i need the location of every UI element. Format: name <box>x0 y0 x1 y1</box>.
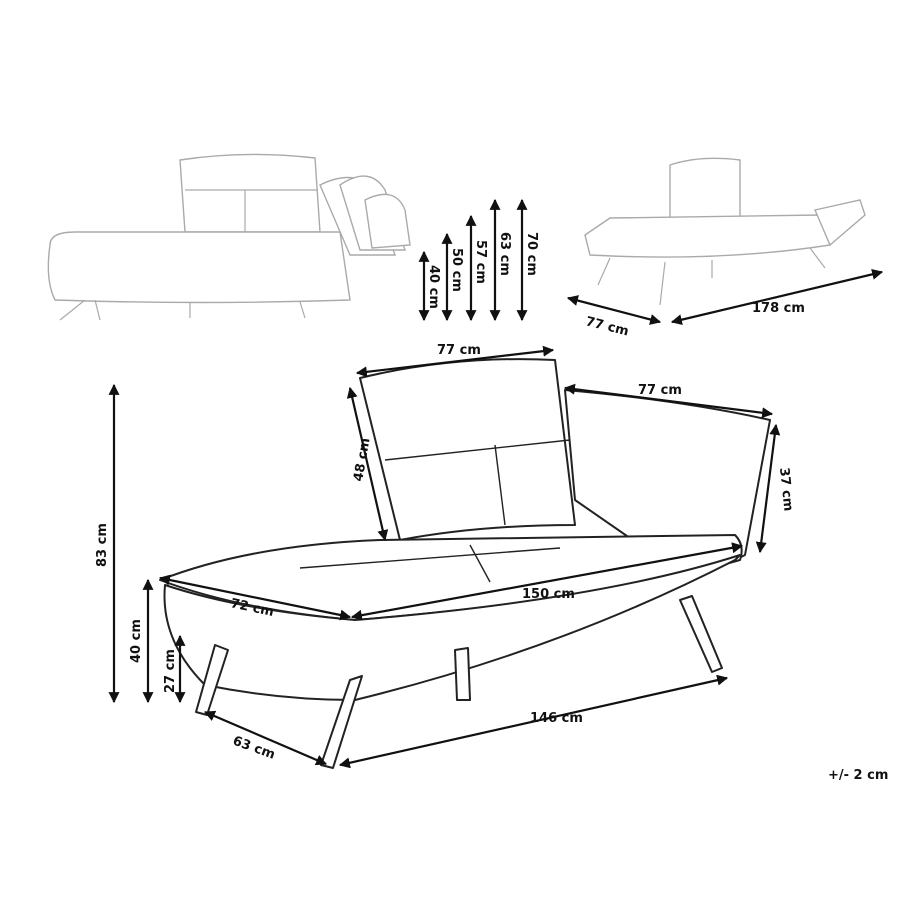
armrest-height-label: 37 cm <box>776 467 796 512</box>
main-sofa-drawing <box>159 358 771 769</box>
recline-height-70: 70 cm <box>524 232 539 276</box>
recline-height-63: 63 cm <box>497 232 512 276</box>
recline-sofa-drawing <box>47 153 411 321</box>
backrest-width-label: 77 cm <box>437 343 481 358</box>
recline-height-dimensions: 40 cm 50 cm 57 cm 63 cm 70 cm <box>418 198 539 322</box>
tolerance-note: +/- 2 cm <box>828 768 888 783</box>
dim-backrest-height <box>346 386 389 542</box>
flat-length-label: 178 cm <box>752 301 805 316</box>
leg-span-depth-label: 63 cm <box>231 734 277 763</box>
leg-span-length-label: 146 cm <box>530 711 583 726</box>
recline-height-57: 57 cm <box>473 240 488 284</box>
recline-height-40: 40 cm <box>426 265 441 309</box>
dim-seat-depth <box>158 574 352 621</box>
dim-backrest-width <box>355 345 555 378</box>
dim-flat-length <box>670 268 884 326</box>
flat-sofa-drawing <box>584 157 866 306</box>
seat-length-label: 150 cm <box>522 587 575 602</box>
seat-height-label: 40 cm <box>129 619 144 663</box>
dim-seat-length <box>350 542 744 621</box>
dim-leg-span-length <box>338 674 729 769</box>
dim-flat-depth <box>566 295 662 325</box>
total-height-label: 83 cm <box>95 523 110 567</box>
recline-height-50: 50 cm <box>449 248 464 292</box>
dim-armrest-length <box>563 383 774 419</box>
flat-depth-label: 77 cm <box>584 314 630 339</box>
dim-armrest-height <box>755 423 781 554</box>
dim-leg-span-depth <box>203 710 328 766</box>
armrest-length-label: 77 cm <box>638 383 682 398</box>
leg-height-label: 27 cm <box>163 649 178 693</box>
